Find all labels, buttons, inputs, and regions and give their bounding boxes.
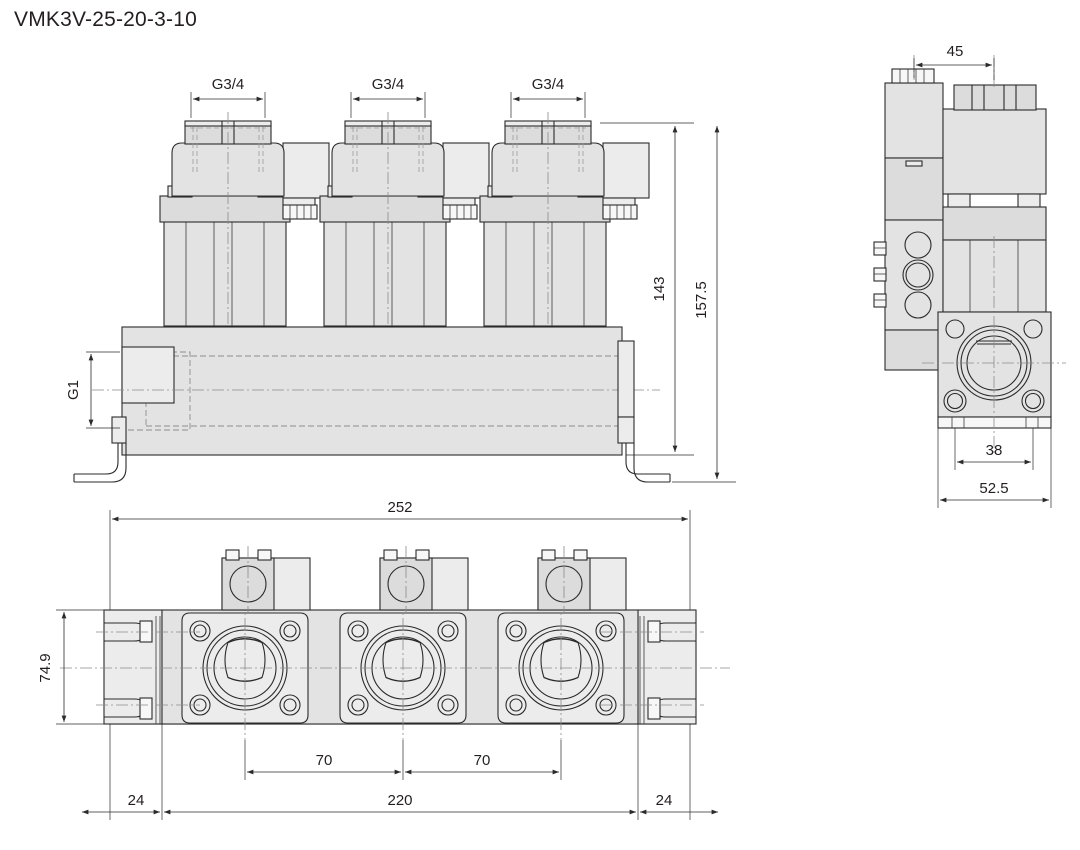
dim-label-157: 157.5 [693,281,710,319]
side-view: 45 38 52.5 [873,43,1066,508]
valve-station-3 [479,112,650,330]
dim-252: 252 [109,499,691,616]
solenoid-top-2 [379,546,469,614]
connector-fins-3 [602,204,638,220]
dim-label-220: 220 [387,792,412,809]
port-flange-1 [181,598,309,740]
dim-label-pitch-2: 70 [474,752,491,769]
port-flange-3 [497,598,625,740]
dim-45: 45 [913,43,995,80]
connector-fins-2 [442,204,478,220]
dim-label-24-right: 24 [656,792,673,809]
side-view-geometry [873,55,1066,455]
connector-fins-1 [282,204,318,220]
valve-station-1 [159,112,330,330]
dim-g34-1: G3/4 [190,76,266,118]
dim-label-45: 45 [947,43,964,60]
dim-label-pitch-1: 70 [316,752,333,769]
valve-station-2 [319,112,490,330]
page-title: VMK3V-25-20-3-10 [14,8,197,31]
bottom-plate [60,546,730,740]
dim-143: 143 [600,122,694,456]
side-connector-fins [891,68,935,84]
manifold-body [73,326,671,483]
solenoid-top-3 [537,546,627,614]
dim-749: 74.9 [37,609,104,725]
dim-label-g1: G1 [65,380,82,400]
solenoid-top-1 [221,546,311,614]
valve-station-group [159,112,650,330]
dim-220: 220 [161,724,639,820]
mount-bracket-left [103,609,163,725]
dim-525: 52.5 [937,428,1052,508]
dim-38: 38 [954,428,1034,470]
dim-label-g34-1: G3/4 [212,76,245,93]
dim-g34-3: G3/4 [510,76,586,118]
indicator-circles [902,231,934,319]
dim-label-38: 38 [986,442,1003,459]
dim-label-24-left: 24 [128,792,145,809]
dim-label-g34-3: G3/4 [532,76,565,93]
dim-label-252: 252 [387,499,412,516]
mount-bracket-right [637,609,697,725]
dim-24-left: 24 [82,724,160,820]
dim-g1: G1 [65,351,120,429]
dim-label-g34-2: G3/4 [372,76,405,93]
bottom-view: 252 [37,499,730,820]
dim-g34-2: G3/4 [350,76,426,118]
port-flange-2 [339,598,467,740]
dim-157: 157.5 [672,126,736,483]
front-view: G3/4 G3/4 G3/4 G1 143 [65,76,736,483]
dim-label-525: 52.5 [979,480,1008,497]
dim-pitch-1: 70 [244,740,404,780]
dim-pitch-2: 70 [405,740,562,780]
dim-label-143: 143 [651,276,668,301]
dim-24-right: 24 [640,724,718,820]
dim-label-749: 74.9 [37,653,54,682]
side-pilot-nubs [873,241,887,308]
